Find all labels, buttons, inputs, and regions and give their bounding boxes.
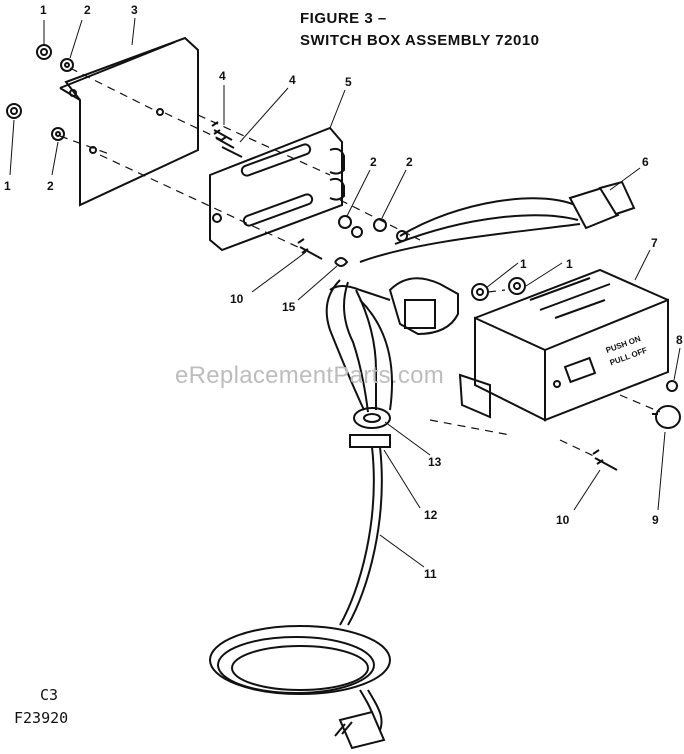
callout-6: 6 <box>642 155 649 169</box>
callout-numbers: 1 2 3 1 2 4 4 5 2 2 6 7 1 1 8 10 15 13 1… <box>4 3 683 581</box>
hardware-parts <box>6 44 681 471</box>
callout-8: 8 <box>676 333 683 347</box>
callout-1-mid-right: 1 <box>566 257 573 271</box>
figure-subtitle: SWITCH BOX ASSEMBLY 72010 <box>300 32 540 49</box>
callout-7: 7 <box>651 236 658 250</box>
callout-5: 5 <box>345 75 352 89</box>
callout-13: 13 <box>428 455 442 469</box>
callout-2-top: 2 <box>84 3 91 17</box>
power-cord <box>209 446 391 750</box>
callout-3: 3 <box>131 3 138 17</box>
assembly-lines <box>59 67 661 459</box>
diagram-code-f23920: F23920 <box>14 709 69 727</box>
bracket-plate <box>59 36 199 207</box>
callout-2-mid-left: 2 <box>370 155 377 169</box>
callout-leaders <box>9 17 681 568</box>
switch-wiring <box>325 277 459 413</box>
callout-4-left: 4 <box>219 69 226 83</box>
callout-1-left: 1 <box>4 179 11 193</box>
callout-2-left: 2 <box>47 179 54 193</box>
callout-1-top: 1 <box>40 3 47 17</box>
bushing-and-strain-relief <box>349 407 391 448</box>
callout-10-right: 10 <box>556 513 570 527</box>
callout-4-right: 4 <box>289 73 296 87</box>
callout-2-mid-right: 2 <box>406 155 413 169</box>
diagram-code-c3: C3 <box>40 686 59 704</box>
callout-1-mid-left: 1 <box>520 257 527 271</box>
watermark: eReplacementParts.com <box>175 362 445 389</box>
callout-11: 11 <box>424 567 437 581</box>
callout-12: 12 <box>424 508 438 522</box>
switch-box <box>458 268 669 422</box>
figure-title: FIGURE 3 – <box>300 10 387 27</box>
callout-15: 15 <box>282 300 296 314</box>
callout-10-left: 10 <box>230 292 244 306</box>
callout-9: 9 <box>652 513 659 527</box>
switch-plate <box>209 126 345 252</box>
connector-plug <box>359 180 636 263</box>
